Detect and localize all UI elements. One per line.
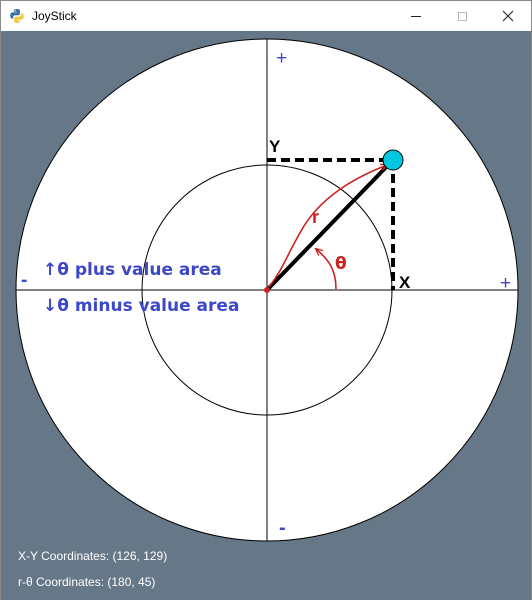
xy-coordinates-readout: X-Y Coordinates: (126, 129) [18,549,168,563]
minimize-button[interactable] [393,1,439,31]
maximize-icon [457,11,467,21]
plus-right-label: + [500,273,511,294]
angle-label: θ [335,254,347,274]
radius-vector [265,158,395,292]
plus-area-label: ↑θ plus value area [43,260,222,280]
minus-bottom-label: - [279,517,286,539]
minimize-icon [411,15,421,17]
joystick-canvas[interactable]: + - + - Y X r θ ↑θ plus value area ↓θ mi… [1,31,531,600]
python-icon [10,9,24,23]
x-axis-label: X [399,273,411,292]
joystick-drawing: + - + - Y X r θ ↑θ plus value area ↓θ mi… [15,38,519,542]
radius-label: r [312,207,319,227]
minus-area-label: ↓θ minus value area [43,296,239,316]
title-bar[interactable]: JoyStick [1,1,531,31]
close-button[interactable] [485,1,531,31]
close-icon [502,10,514,22]
maximize-button[interactable] [439,1,485,31]
minus-left-label: - [21,270,27,291]
joystick-knob[interactable] [382,149,404,171]
angle-annotation-curve [316,249,337,290]
window-title: JoyStick [32,9,77,23]
r-theta-coordinates-readout: r-θ Coordinates: (180, 45) [18,575,156,589]
plus-top-label: + [276,48,287,69]
center-dot [264,287,270,293]
y-axis-label: Y [269,137,281,156]
radius-annotation-curve [268,165,387,288]
